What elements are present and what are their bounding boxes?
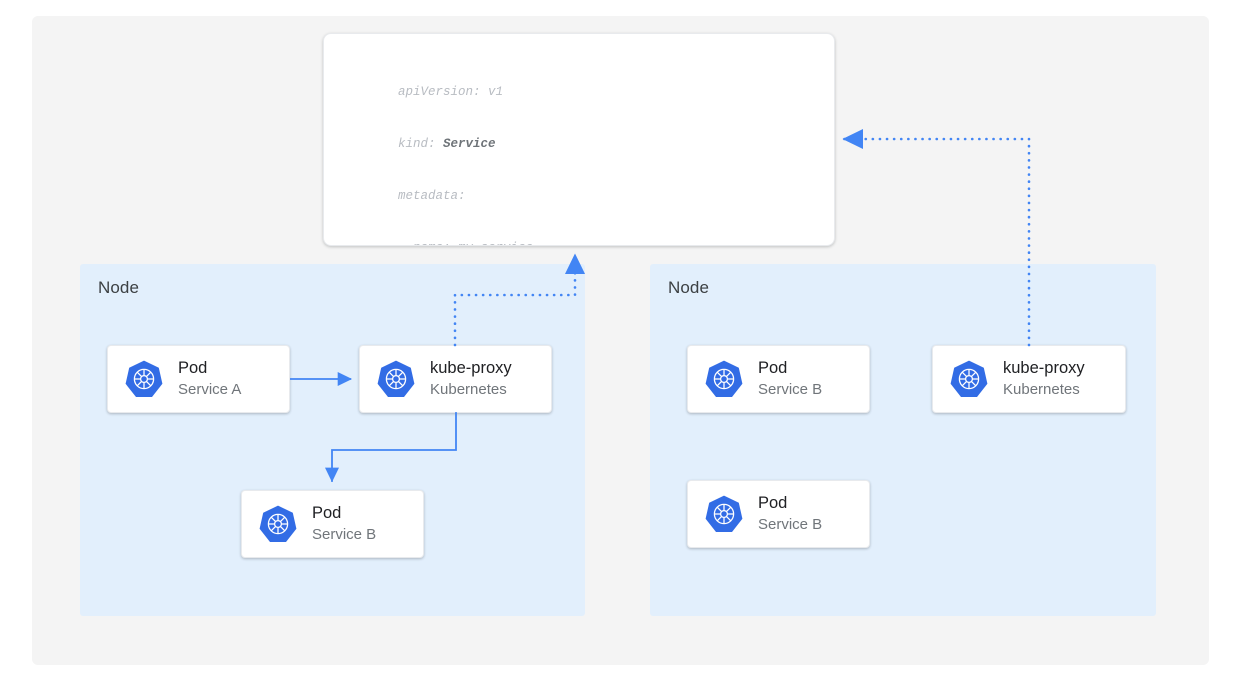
yaml-line-plain: metadata: — [398, 189, 466, 204]
card-subtitle: Service B — [758, 380, 823, 398]
kubernetes-icon — [124, 359, 164, 399]
card-text: Pod Service B — [312, 504, 376, 543]
card-title: Pod — [178, 359, 208, 378]
kubernetes-icon — [376, 359, 416, 399]
yaml-line: kind: Service — [398, 136, 706, 153]
card-text: Pod Service A — [178, 359, 241, 398]
yaml-line: name: my-service — [398, 240, 706, 245]
card-title: Pod — [312, 504, 342, 523]
card-subtitle: Kubernetes — [430, 380, 507, 398]
card-text: kube-proxy Kubernetes — [1003, 359, 1085, 398]
kubernetes-icon — [704, 359, 744, 399]
service-manifest-card: apiVersion: v1 kind: Service metadata: n… — [323, 33, 835, 246]
yaml-line: apiVersion: v1 — [398, 84, 706, 101]
kubernetes-icon — [949, 359, 989, 399]
card-subtitle: Kubernetes — [1003, 380, 1080, 398]
yaml-line-bold: Service — [443, 137, 496, 152]
card-title: kube-proxy — [430, 359, 512, 378]
card-pod-service-a[interactable]: Pod Service A — [107, 345, 290, 413]
card-subtitle: Service A — [178, 380, 242, 398]
card-subtitle: Service B — [758, 515, 823, 533]
yaml-line-plain: apiVersion: v1 — [398, 84, 504, 99]
card-title: Pod — [758, 359, 788, 378]
card-title: kube-proxy — [1003, 359, 1085, 378]
card-kube-proxy-left[interactable]: kube-proxy Kubernetes — [359, 345, 552, 413]
card-text: Pod Service B — [758, 494, 822, 533]
node-panel-left: Node — [80, 264, 585, 616]
service-manifest-text: apiVersion: v1 kind: Service metadata: n… — [398, 49, 706, 245]
card-subtitle: Service B — [312, 525, 377, 543]
card-text: Pod Service B — [758, 359, 822, 398]
card-title: Pod — [758, 494, 788, 513]
yaml-line-plain: name: my-service — [398, 241, 533, 245]
card-text: kube-proxy Kubernetes — [430, 359, 512, 398]
kubernetes-icon — [704, 494, 744, 534]
card-pod-service-b-right-bottom[interactable]: Pod Service B — [687, 480, 870, 548]
card-pod-service-b-right-top[interactable]: Pod Service B — [687, 345, 870, 413]
node-panel-right: Node — [650, 264, 1156, 616]
card-kube-proxy-right[interactable]: kube-proxy Kubernetes — [932, 345, 1126, 413]
card-pod-service-b-left[interactable]: Pod Service B — [241, 490, 424, 558]
node-label: Node — [98, 278, 140, 297]
node-label: Node — [668, 278, 710, 297]
yaml-line-plain: kind: — [398, 137, 444, 152]
yaml-line: metadata: — [398, 188, 706, 205]
kubernetes-icon — [258, 504, 298, 544]
